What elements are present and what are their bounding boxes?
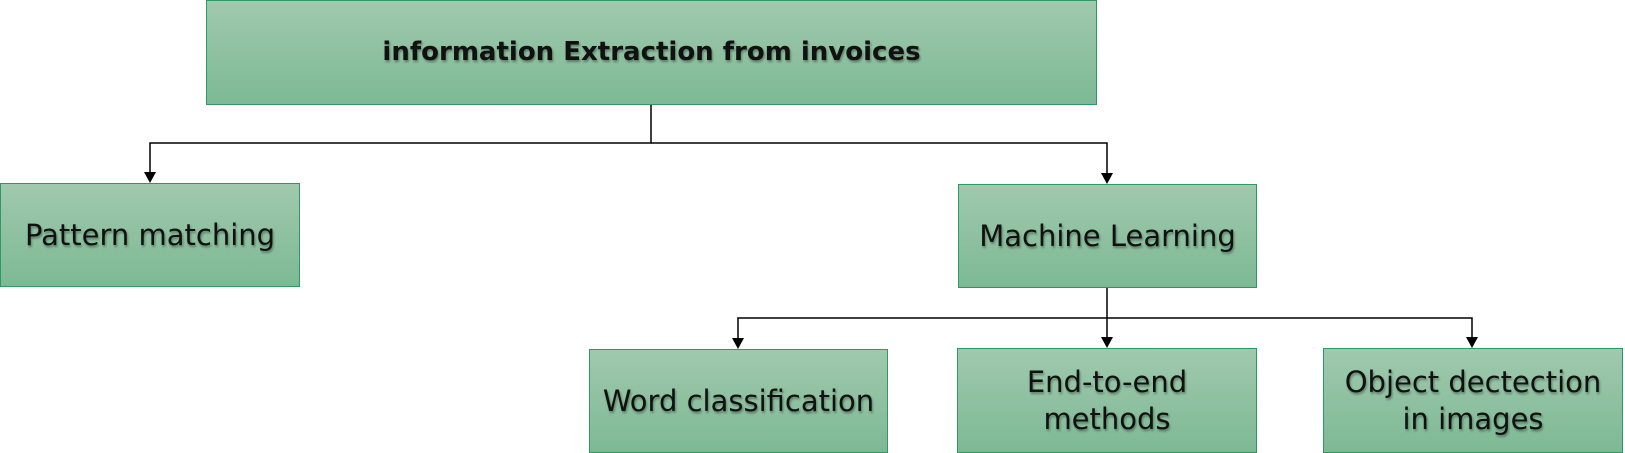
word-classification-node: Word classification	[589, 349, 888, 453]
arrow-ml-to-wordcls	[732, 338, 744, 349]
arrow-ml-to-objdet	[1466, 337, 1478, 348]
pattern-matching-label: Pattern matching	[24, 217, 276, 252]
connector-root-to-pattern	[149, 105, 652, 181]
end-to-end-methods-node: End-to-end methods	[957, 348, 1257, 453]
end-to-end-methods-label: End-to-end methods	[1026, 365, 1188, 436]
connector-root-to-ml	[651, 142, 1108, 182]
arrow-ml-to-e2e	[1101, 337, 1113, 348]
root-node: information Extraction from invoices	[206, 0, 1097, 105]
object-detection-node: Object dectection in images	[1323, 348, 1623, 453]
object-detection-label: Object dectection in images	[1344, 365, 1602, 436]
arrow-root-to-pattern	[144, 172, 156, 183]
word-classification-label: Word classification	[602, 383, 875, 418]
machine-learning-node: Machine Learning	[958, 184, 1257, 288]
pattern-matching-node: Pattern matching	[0, 183, 300, 287]
connector-ml-to-wordcls	[737, 288, 1108, 347]
connector-ml-to-objdet	[1107, 317, 1473, 346]
arrow-root-to-ml	[1101, 173, 1113, 184]
machine-learning-label: Machine Learning	[979, 218, 1236, 253]
root-node-label: information Extraction from invoices	[382, 37, 921, 68]
